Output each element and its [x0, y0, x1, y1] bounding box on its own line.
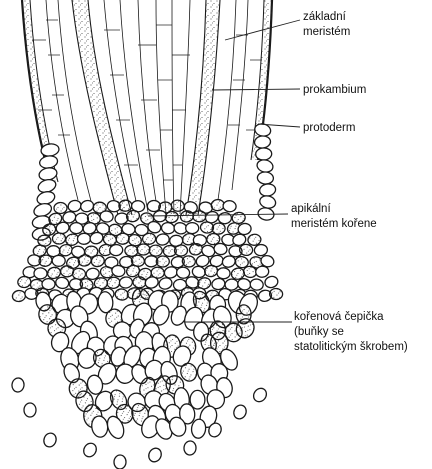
cell-cluster [11, 122, 283, 469]
label-protoderm: protoderm [303, 122, 355, 134]
cell [251, 386, 269, 404]
cell [269, 288, 283, 300]
cell [217, 267, 231, 279]
label-zakladni-meristem: základní meristém [303, 11, 350, 38]
cell [142, 233, 156, 245]
cell [34, 268, 48, 280]
cell [232, 403, 249, 421]
cell [137, 244, 150, 255]
cell [67, 199, 82, 213]
cell [11, 377, 25, 392]
cell [170, 199, 185, 212]
cell [24, 403, 36, 417]
cell [77, 233, 91, 245]
labels: základní meristém prokambium protoderm a… [291, 11, 408, 353]
cell [255, 148, 272, 161]
cell [264, 275, 280, 289]
cell [222, 200, 236, 213]
cell [186, 222, 199, 233]
cell [12, 290, 27, 303]
cell [72, 268, 86, 280]
cell [193, 210, 207, 222]
root-body [22, 0, 272, 215]
cell [54, 202, 67, 213]
cell [114, 455, 126, 469]
cell [52, 232, 66, 244]
cell [52, 255, 65, 266]
cell [258, 194, 276, 210]
cell [257, 171, 274, 184]
label-prokambium: prokambium [303, 84, 366, 96]
cell [239, 244, 253, 256]
cell [79, 199, 95, 213]
cell [42, 431, 58, 448]
cell [119, 276, 134, 289]
label-korenova-cepicka: kořenová čepička (buňky se statolitickým… [294, 311, 408, 353]
cell [181, 255, 196, 268]
cell [81, 441, 99, 459]
cell [155, 233, 170, 246]
cell [146, 446, 163, 464]
cell [259, 183, 277, 197]
cell [161, 222, 176, 235]
cell [109, 244, 123, 256]
cell [183, 441, 196, 456]
cell [116, 233, 130, 245]
cell [99, 210, 113, 223]
cell [174, 245, 187, 256]
cell [17, 276, 31, 289]
cell [61, 266, 74, 277]
cell [156, 256, 170, 268]
label-apikalni-meristem: apikální meristém kořene [291, 203, 377, 230]
cell [249, 278, 264, 291]
cell [149, 245, 163, 257]
cell [70, 222, 83, 233]
cell [119, 200, 132, 211]
prokambium-strands [72, 0, 220, 215]
